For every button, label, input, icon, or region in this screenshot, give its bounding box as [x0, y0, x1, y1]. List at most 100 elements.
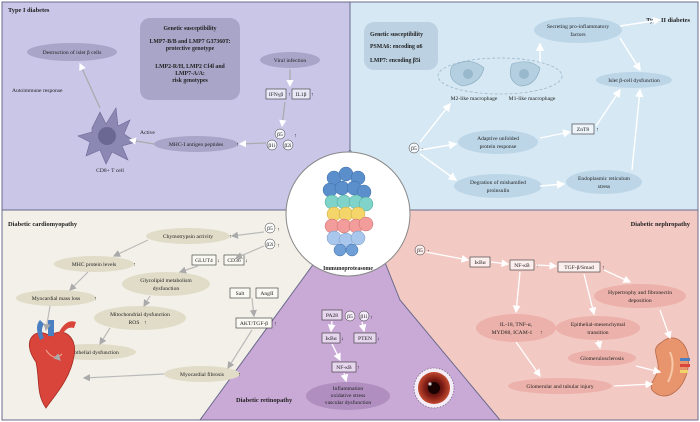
- heart-icon: [29, 320, 76, 409]
- t2d-znt8-label: ZnT8: [577, 127, 590, 133]
- cardio-mito-ellipse: [94, 306, 186, 330]
- nephro-tgf-up-icon: ↑: [602, 265, 605, 271]
- t1d-viral-label: Viral infection: [274, 57, 307, 64]
- retino-out-l1: Inflammation: [333, 385, 364, 392]
- cardio-fibrosis-ellipse: [164, 366, 240, 382]
- nephro-emt-l2: transition: [587, 330, 608, 336]
- t2d-adaptive-l2: protein response: [480, 144, 517, 150]
- cardio-mass-ellipse: [16, 290, 96, 306]
- cardio-glyco-l1: Glycolipid metabolism: [140, 278, 192, 284]
- kidney-icon: [650, 337, 690, 397]
- t2d-degration-l2: proinsulin: [487, 188, 510, 194]
- t2d-m1-label: M1-like macrophage: [509, 96, 556, 102]
- retino-out-ellipse: [306, 382, 390, 410]
- nephro-nfkb-up-icon: ↑: [536, 263, 539, 269]
- cardio-salt-box: [229, 287, 251, 299]
- cardio-title: Diabetic cardiomyopathy: [8, 221, 78, 228]
- nephro-glomerulo-ellipse: [568, 350, 636, 366]
- nephro-il18-l2: MYD88, ICAM-1: [492, 330, 533, 336]
- nephro-emt-l1: Epithelial-mesenchymal: [571, 322, 626, 328]
- retino-ikba-label: IκBα: [325, 336, 336, 342]
- retino-out-l2: oxidative stress: [331, 393, 366, 399]
- t2d-islet-ellipse: [596, 72, 672, 88]
- cardio-endo-label: Endothelial dysfunction: [65, 349, 119, 356]
- retino-subunit-up-icon: ↑: [370, 315, 373, 321]
- t2d-secreting-l1: Secreting pro-inflammatory: [547, 23, 609, 30]
- t2d-adaptive-ellipse: [458, 130, 538, 154]
- retino-title: Diabetic retinopathy: [236, 397, 293, 404]
- t1d-arrows: [79, 62, 294, 148]
- cardio-mass-label: Myocardial mass loss: [32, 296, 80, 302]
- t1d-destruction-label: Destruction of islet β cells: [43, 49, 102, 56]
- cardio-glut4-down-icon: ↓: [217, 258, 220, 264]
- nephro-hyper-l1: Hypertrophy and fibronectin: [608, 289, 672, 296]
- center-label: Immunoproteasome: [323, 266, 373, 272]
- t2d-arrows: [419, 16, 662, 189]
- nephro-tgf-box: [557, 261, 601, 273]
- retino-pa28-label: PA28: [326, 313, 338, 319]
- t1d-genetic-line4: LMP7-A/A:: [175, 71, 205, 77]
- t1d-il1-label: IL1β: [296, 92, 307, 98]
- t2d-er-l2: stress: [598, 184, 610, 190]
- t2d-subunit-b5i: β5: [411, 146, 417, 152]
- cardio-glyco-ellipse: [122, 272, 210, 296]
- t1d-genetic-box: [140, 18, 240, 100]
- t1d-il1-box: [291, 88, 311, 100]
- t1d-genetic-line3: LMP2-R/H, LMP2 Cf4l and: [155, 64, 225, 70]
- retino-nfkb-up-icon: ↑: [357, 365, 360, 371]
- t1d-ifn-box: [265, 88, 287, 100]
- t1d-genetic-title: Genetic susceptibility: [164, 26, 217, 32]
- t2d-m2-label: M2-like macrophage: [451, 96, 498, 102]
- nephro-arrows: [425, 251, 672, 389]
- cardio-chymo-label: Chymotrypsin activity: [163, 234, 213, 240]
- cardio-subunit-b5i: β5: [267, 226, 273, 232]
- t2d-genetic-line2: LMP7: encoding β5i: [370, 58, 421, 64]
- nephro-glomerulo-label: Glomerulosclerosis: [580, 356, 624, 362]
- cardio-subunit-up-icon-1: ↑: [277, 227, 280, 233]
- retino-arrows: [327, 320, 367, 383]
- t2d-secreting-ellipse: [534, 17, 622, 43]
- retino-pa28-box: [321, 309, 343, 321]
- retino-pten-down-icon: ↓: [377, 336, 380, 342]
- cardio-mito-l1: Mitochondrial dysfunction: [110, 311, 170, 318]
- t1d-subunit-b1i: β1i: [268, 143, 276, 149]
- cardio-angii-box: [255, 287, 279, 299]
- cardio-glyco-l2: dysfunction: [153, 285, 180, 292]
- nephro-hyper-ellipse: [594, 284, 686, 308]
- nephro-il18-ellipse: [476, 314, 556, 342]
- nephro-injury-ellipse: [508, 378, 612, 394]
- nephro-il18-l1: IL-18, TNF-α,: [500, 322, 533, 328]
- t1d-subunit-b2i: β2i: [284, 143, 292, 149]
- t2d-genetic-box: [364, 22, 438, 70]
- nephro-emt-ellipse: [556, 316, 640, 340]
- retino-subunit-b5i: β5: [347, 314, 353, 320]
- t1d-genetic-line5: risk genotypes: [172, 78, 208, 84]
- retino-nfkb-label: NF-κB: [336, 365, 352, 371]
- nephro-subunit-b5i: β5: [417, 248, 423, 254]
- t2d-secreting-l2: factors: [570, 31, 585, 38]
- nephro-nfkb-box: [509, 259, 535, 271]
- t2d-genetic-title: Genetic susceptibility: [370, 32, 423, 38]
- nephro-tgf-label: TGF-β/Smad: [564, 265, 594, 271]
- cardio-chymo-up-icon: ↑: [229, 234, 232, 240]
- t2d-degration-l1: Degration of mishamlled: [470, 179, 526, 186]
- cardio-mhc-up-icon: ↑: [133, 262, 136, 268]
- t2d-islet-label: Islet β-cell dysfunction: [608, 77, 660, 84]
- cardio-subunits: β5 β2i ↑ ↑: [264, 222, 280, 250]
- retino-ikba-box: [321, 332, 341, 344]
- retino-ikba-down-icon: ↓: [341, 336, 344, 342]
- retino-subunit-b1i: β1i: [360, 314, 368, 320]
- t1d-cd8-label: CD8+ T cell: [96, 168, 124, 174]
- retino-subunits: β5 β1i ↑: [344, 310, 373, 322]
- retino-nfkb-box: [331, 361, 357, 373]
- cardio-subunit-b2i: β2i: [266, 242, 274, 248]
- t2d-znt8-box: [571, 123, 595, 135]
- cardio-cd36-box: [223, 254, 245, 266]
- cardio-mito-l2: ROS: [129, 320, 140, 326]
- cardio-mass-up-icon: ↑: [94, 296, 97, 302]
- cardio-mito-up-icon: ↑: [144, 320, 147, 326]
- cardio-cd36-down-icon: ↓: [245, 258, 248, 264]
- nephro-il18-up-icon: ↑: [540, 330, 543, 336]
- cardio-akt-label: AKT/TGF-β: [240, 321, 268, 327]
